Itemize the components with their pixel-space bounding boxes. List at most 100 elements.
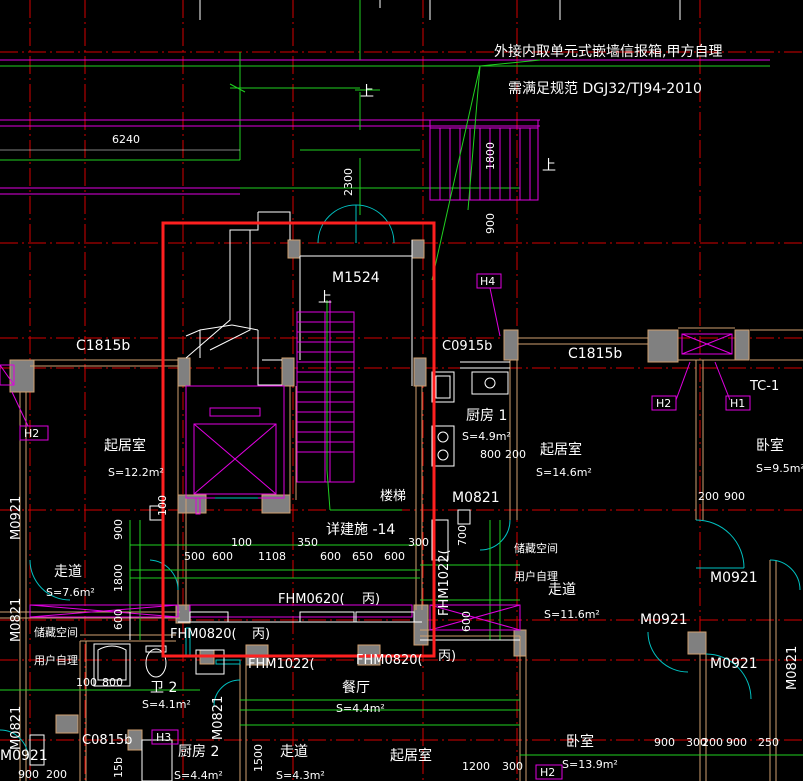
- dim-row1-650: 650: [352, 550, 373, 563]
- bing-2: 丙): [252, 627, 270, 642]
- note-line1: 外接内取单元式嵌墙信报箱,甲方自理: [494, 43, 722, 60]
- bedroom-bottom: 卧室: [566, 733, 594, 750]
- note-leader: [431, 59, 770, 281]
- corridor-left: 走道: [54, 564, 82, 580]
- entry-steps: [429, 119, 539, 201]
- storage-right-note: 用户自理: [514, 569, 558, 583]
- dim-bm-1200: 1200: [462, 760, 490, 773]
- dim-6240: 6240: [112, 133, 140, 146]
- stair-roof-outline: [185, 211, 413, 386]
- door-m0821-vertical: M0821: [211, 696, 226, 740]
- fhm0820-right: FHM0820(: [356, 653, 423, 668]
- dim-15b: 15b: [112, 757, 125, 778]
- dim-row1-1108: 1108: [258, 550, 286, 563]
- living-right-area: S=14.6m²: [536, 466, 592, 479]
- door-m0821-bottomleft: M0821: [9, 706, 24, 750]
- living-bottom: 起居室: [390, 747, 432, 764]
- storage-left: 储藏空间: [34, 625, 78, 639]
- dim-bl-900: 900: [18, 768, 39, 781]
- dim-br-300: 300: [686, 736, 707, 749]
- storage-boxes: [0, 333, 733, 631]
- dim-100b: 100: [156, 495, 169, 516]
- door-m0921-right1: M0921: [710, 570, 758, 586]
- living-left-area: S=12.2m²: [108, 466, 164, 479]
- top-balcony-lines: [0, 0, 770, 215]
- tag-h3: H3: [156, 731, 171, 744]
- tag-h2-right: H2: [656, 397, 671, 410]
- fhm0820-left: FHM0820(: [170, 627, 237, 642]
- corridor-right: 走道: [548, 582, 576, 598]
- dim-800a: 800: [480, 448, 501, 461]
- dim-row1-600: 600: [212, 550, 233, 563]
- stair-green-arrow: [326, 300, 402, 511]
- stairs-ref: 详建施 -14: [326, 522, 395, 538]
- storage-left-note: 用户自理: [34, 653, 78, 667]
- dim-800b: 800: [102, 676, 123, 689]
- dim-row1-350: 350: [297, 536, 318, 549]
- dim-row1-600c: 600: [384, 550, 405, 563]
- dim-1500: 1500: [252, 744, 265, 772]
- up-arrow-label-3: 上: [318, 290, 332, 306]
- note-text: 外接内取单元式嵌墙信报箱,甲方自理 需满足规范 DGJ32/TJ94-2010 …: [318, 43, 722, 306]
- dim-100: 100: [76, 676, 97, 689]
- dim-br-250: 250: [758, 736, 779, 749]
- dim-600a: 600: [112, 609, 125, 630]
- corridor-bottom-area: S=4.3m²: [276, 769, 325, 781]
- up-arrow-label-2: 上: [542, 158, 556, 174]
- bottom-misc: [29, 612, 520, 781]
- door-m1524-label: M1524: [332, 270, 380, 286]
- dimension-lines: [0, 520, 803, 756]
- kitchen1-area: S=4.9m²: [462, 430, 511, 443]
- door-m0921-right2: M0921: [640, 612, 688, 628]
- tc1-label: TC-1: [749, 379, 779, 394]
- door-swings: [0, 519, 801, 759]
- fhm1022-left: FHM1022(: [248, 657, 315, 672]
- dim-1800b: 1800: [112, 564, 125, 592]
- door-m0821-left: M0821: [9, 598, 24, 642]
- dim-700: 700: [456, 525, 469, 546]
- dim-bl-200: 200: [46, 768, 67, 781]
- elevator: [185, 385, 285, 515]
- wc2-area: S=4.1m²: [142, 698, 191, 711]
- room-labels: M1524 C1815b C0915b C1815b H4 H2 H2 H1 H…: [0, 270, 803, 781]
- door-m0821-center: M0821: [452, 490, 500, 506]
- dim-row1-100: 100: [231, 536, 252, 549]
- dim-row1-500: 500: [184, 550, 205, 563]
- dim-bm-300: 300: [502, 760, 523, 773]
- bing-1: 丙): [362, 592, 380, 607]
- dim-900c: 900: [112, 519, 125, 540]
- tag-h4: H4: [480, 275, 495, 288]
- kitchen1-fixtures: [431, 361, 510, 467]
- wc2: 卫 2: [150, 680, 177, 696]
- window-c0815b: C0815b: [82, 733, 132, 748]
- corridor-bottom: 走道: [280, 744, 308, 760]
- dim-200a: 200: [505, 448, 526, 461]
- door-m0821-far-right: M0821: [785, 646, 800, 690]
- dim-br-900: 900: [654, 736, 675, 749]
- dim-row1-600b: 600: [320, 550, 341, 563]
- up-arrow-label-1: 上: [360, 84, 374, 100]
- dining-area: S=4.4m²: [336, 702, 385, 715]
- fhm1022-right: FHM1022(: [437, 549, 452, 616]
- door-m0921-right3: M0921: [710, 656, 758, 672]
- tag-h2-left: H2: [24, 427, 39, 440]
- dim-900: 900: [484, 213, 497, 234]
- bedroom-right-area: S=9.5m²: [756, 462, 803, 475]
- stairs-label: 楼梯: [380, 489, 406, 504]
- door-m0921-left: M0921: [9, 496, 24, 540]
- window-c1815b-left: C1815b: [76, 338, 130, 354]
- bedroom-bottom-area: S=13.9m²: [562, 758, 618, 771]
- stair-flight: [296, 300, 355, 483]
- wc2-fixtures: [93, 643, 225, 687]
- bedroom-right: 卧室: [756, 437, 784, 454]
- dimension-text: 6240 2300 1800 900 500 600 100 1108 350 …: [18, 133, 779, 781]
- storage-right: 储藏空间: [514, 541, 558, 555]
- window-c1815b-right: C1815b: [568, 346, 622, 362]
- kitchen2: 厨房 2: [178, 744, 219, 760]
- dim-row1-300: 300: [408, 536, 429, 549]
- door-m0921-bottomleft: M0921: [0, 748, 48, 764]
- tag-h2-bottom: H2: [540, 766, 555, 779]
- dining: 餐厅: [342, 680, 370, 696]
- tag-h1: H1: [730, 397, 745, 410]
